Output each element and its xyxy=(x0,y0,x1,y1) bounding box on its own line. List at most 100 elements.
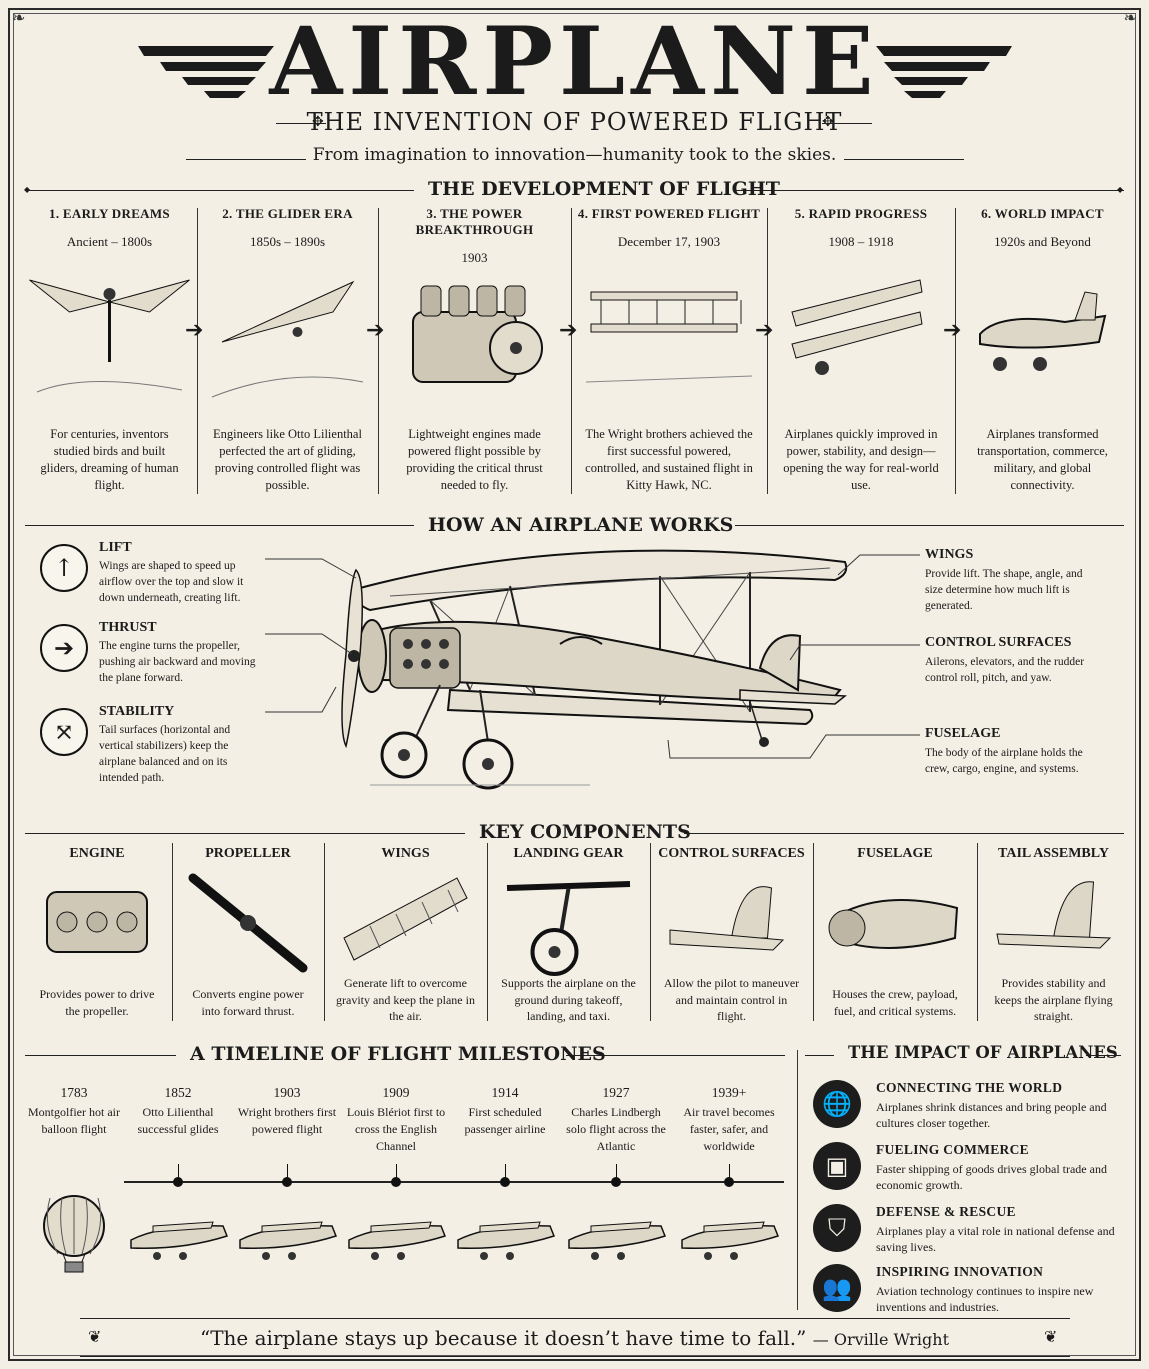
stage-name: 3. THE POWER BREAKTHROUGH xyxy=(415,206,534,237)
stage-divider xyxy=(571,208,572,494)
rule-dot-icon: ◆ xyxy=(24,185,31,194)
part-text: Provide lift. The shape, angle, and size… xyxy=(925,568,1083,612)
stage-illustration xyxy=(585,291,753,383)
shield-icon: ⛉ xyxy=(813,1204,861,1252)
component-text: Provides power to drive the propeller. xyxy=(39,987,155,1018)
stage-card: 6. WORLD IMPACT 1920s and Beyond xyxy=(955,206,1130,250)
milestone-tick xyxy=(178,1164,179,1180)
stage-name: 4. FIRST POWERED FLIGHT xyxy=(577,206,761,221)
stage-arrow-icon: ➔ xyxy=(366,318,385,343)
milestone-text: Louis Blériot first to cross the English… xyxy=(346,1105,446,1153)
part-callout: WINGS Provide lift. The shape, angle, and… xyxy=(925,547,1090,614)
component-name: LANDING GEAR xyxy=(513,846,624,861)
part-title: FUSELAGE xyxy=(925,726,1001,741)
milestone-year: 1909 xyxy=(382,1085,410,1100)
outer-border xyxy=(8,8,1141,1361)
impact-title: DEFENSE & RESCUE xyxy=(876,1204,1016,1219)
corner-ornament-icon: ❧ xyxy=(12,8,26,27)
component-name: TAIL ASSEMBLY xyxy=(998,846,1109,861)
plane-illustration xyxy=(130,1221,228,1260)
force-title: STABILITY xyxy=(99,704,175,719)
component-divider xyxy=(977,843,978,1021)
milestone-dot xyxy=(282,1177,292,1187)
stage-date: 1903 xyxy=(461,250,488,265)
stage-arrow-icon: ➔ xyxy=(755,318,774,343)
section-title-impact: THE IMPACT OF AIRPLANES xyxy=(834,1043,1118,1062)
milestone-dot xyxy=(173,1177,183,1187)
component-illustration xyxy=(669,886,785,951)
stage-name: 6. WORLD IMPACT xyxy=(981,206,1104,221)
milestone-year: 1903 xyxy=(273,1085,301,1100)
milestone-text: Montgolfier hot air balloon flight xyxy=(28,1105,120,1136)
quote-rule-bottom xyxy=(80,1356,1070,1357)
stage-divider xyxy=(767,208,768,494)
globe-icon: 🌐 xyxy=(813,1080,861,1128)
component-divider xyxy=(324,843,325,1021)
stage-arrow-icon: ➔ xyxy=(185,318,204,343)
stage-date: 1850s – 1890s xyxy=(249,234,326,249)
component-name: ENGINE xyxy=(69,846,125,861)
milestone-dot xyxy=(500,1177,510,1187)
stage-name: 1. EARLY DREAMS xyxy=(49,206,170,221)
impact-item: CONNECTING THE WORLD Airplanes shrink dis… xyxy=(876,1080,1116,1131)
inner-border xyxy=(13,13,1136,1356)
stage-card: 1. EARLY DREAMS Ancient – 1800s xyxy=(22,206,197,250)
component-name: CONTROL SURFACES xyxy=(658,846,805,861)
component-text: Allow the pilot to maneuver and maintain… xyxy=(663,976,800,1023)
stage-date: 1920s and Beyond xyxy=(994,234,1091,249)
milestone-year: 1927 xyxy=(602,1085,630,1100)
component-name: FUSELAGE xyxy=(857,846,933,861)
plane-illustration xyxy=(348,1221,446,1260)
milestone-text: Otto Lilienthal successful glides xyxy=(137,1105,219,1136)
milestone-dot xyxy=(724,1177,734,1187)
impact-text: Faster shipping of goods drives global t… xyxy=(876,1162,1107,1192)
stage-text: Engineers like Otto Lilienthal perfected… xyxy=(213,427,362,492)
part-title: WINGS xyxy=(925,547,974,562)
stage-text: For centuries, inventors studied birds a… xyxy=(40,427,179,492)
component-divider xyxy=(650,843,651,1021)
balloon-illustration xyxy=(43,1195,105,1273)
impact-text: Aviation technology continues to inspire… xyxy=(876,1284,1094,1314)
divider xyxy=(186,159,306,160)
stage-illustration xyxy=(412,285,543,383)
component-illustration xyxy=(506,881,631,976)
component-illustration xyxy=(996,881,1112,949)
impact-title: CONNECTING THE WORLD xyxy=(876,1080,1063,1095)
milestone-tick xyxy=(287,1164,288,1180)
component-text: Supports the airplane on the ground duri… xyxy=(501,976,636,1023)
component-divider xyxy=(172,843,173,1021)
plane-illustration xyxy=(239,1221,337,1260)
wing-ornament-right-icon xyxy=(876,46,1012,98)
component-illustration xyxy=(188,873,308,973)
stage-name: 5. RAPID PROGRESS xyxy=(794,206,928,221)
page-title: AIRPLANE xyxy=(269,7,880,117)
milestone-dot xyxy=(611,1177,621,1187)
quote-author: — Orville Wright xyxy=(812,1330,950,1349)
milestone-text: Charles Lindbergh solo flight across the… xyxy=(566,1105,666,1153)
rule-dot-icon: ◆ xyxy=(1117,185,1124,194)
milestone-text: Wright brothers first powered flight xyxy=(237,1105,337,1136)
milestone-text: First scheduled passenger airline xyxy=(464,1105,546,1136)
people-icon: 👥 xyxy=(813,1264,861,1312)
page-subtitle: THE INVENTION OF POWERED FLIGHT xyxy=(306,108,843,136)
box-icon: ▣ xyxy=(813,1142,861,1190)
impact-title: INSPIRING INNOVATION xyxy=(876,1264,1044,1279)
column-divider xyxy=(797,1050,798,1310)
milestone-dot xyxy=(391,1177,401,1187)
quote-rule-top xyxy=(80,1318,1070,1319)
stage-illustration xyxy=(29,279,190,393)
milestone-year: 1939+ xyxy=(711,1085,747,1100)
component-text: Generate lift to overcome gravity and ke… xyxy=(336,976,475,1023)
stage-date: Ancient – 1800s xyxy=(66,234,153,249)
impact-text: Airplanes shrink distances and bring peo… xyxy=(876,1100,1107,1130)
stage-text: Airplanes quickly improved in power, sta… xyxy=(783,427,939,492)
plane-illustration xyxy=(681,1221,779,1260)
ornament-icon: ✥ xyxy=(822,114,834,130)
compass-arrows-icon: ⤧ xyxy=(40,708,88,756)
stage-text: Airplanes transformed transportation, co… xyxy=(977,427,1108,492)
